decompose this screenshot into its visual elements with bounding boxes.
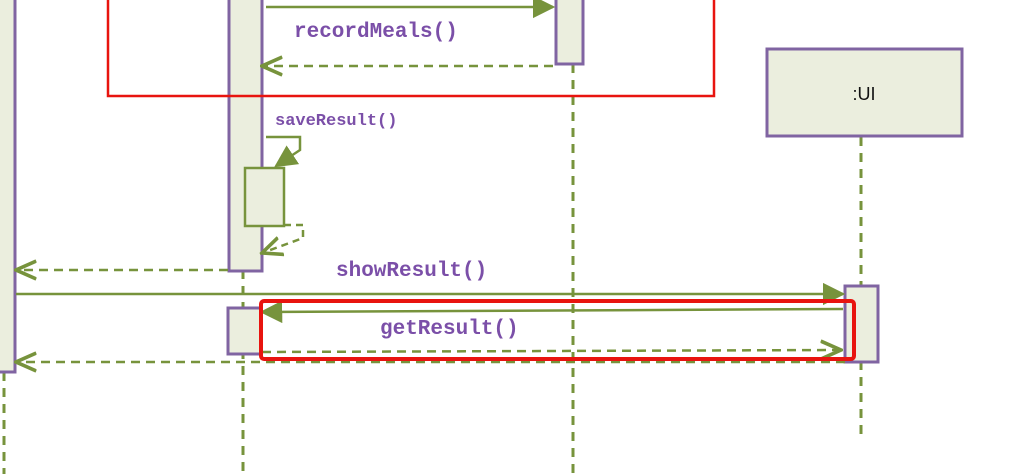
lifeline-ui-label: :UI <box>852 84 875 104</box>
activation-controller-lower <box>226 306 263 356</box>
message-save-result-return <box>262 223 305 253</box>
label-record-meals: recordMeals() <box>294 21 458 44</box>
label-show-result: showResult() <box>336 260 487 283</box>
highlight-box-record-meals <box>106 0 716 98</box>
message-save-result-call <box>266 135 302 168</box>
message-get-result-return <box>261 350 841 352</box>
activation-meals <box>554 0 585 66</box>
label-get-result: getResult() <box>380 318 519 341</box>
activation-controller-main <box>227 0 264 273</box>
activation-ui <box>843 284 880 364</box>
activation-controller-self <box>243 166 286 228</box>
lifeline-head-ui <box>765 47 964 138</box>
activation-left <box>0 0 17 374</box>
highlight-box-get-result <box>259 299 856 361</box>
message-get-result-call <box>259 300 844 324</box>
label-save-result: saveResult() <box>275 112 397 131</box>
